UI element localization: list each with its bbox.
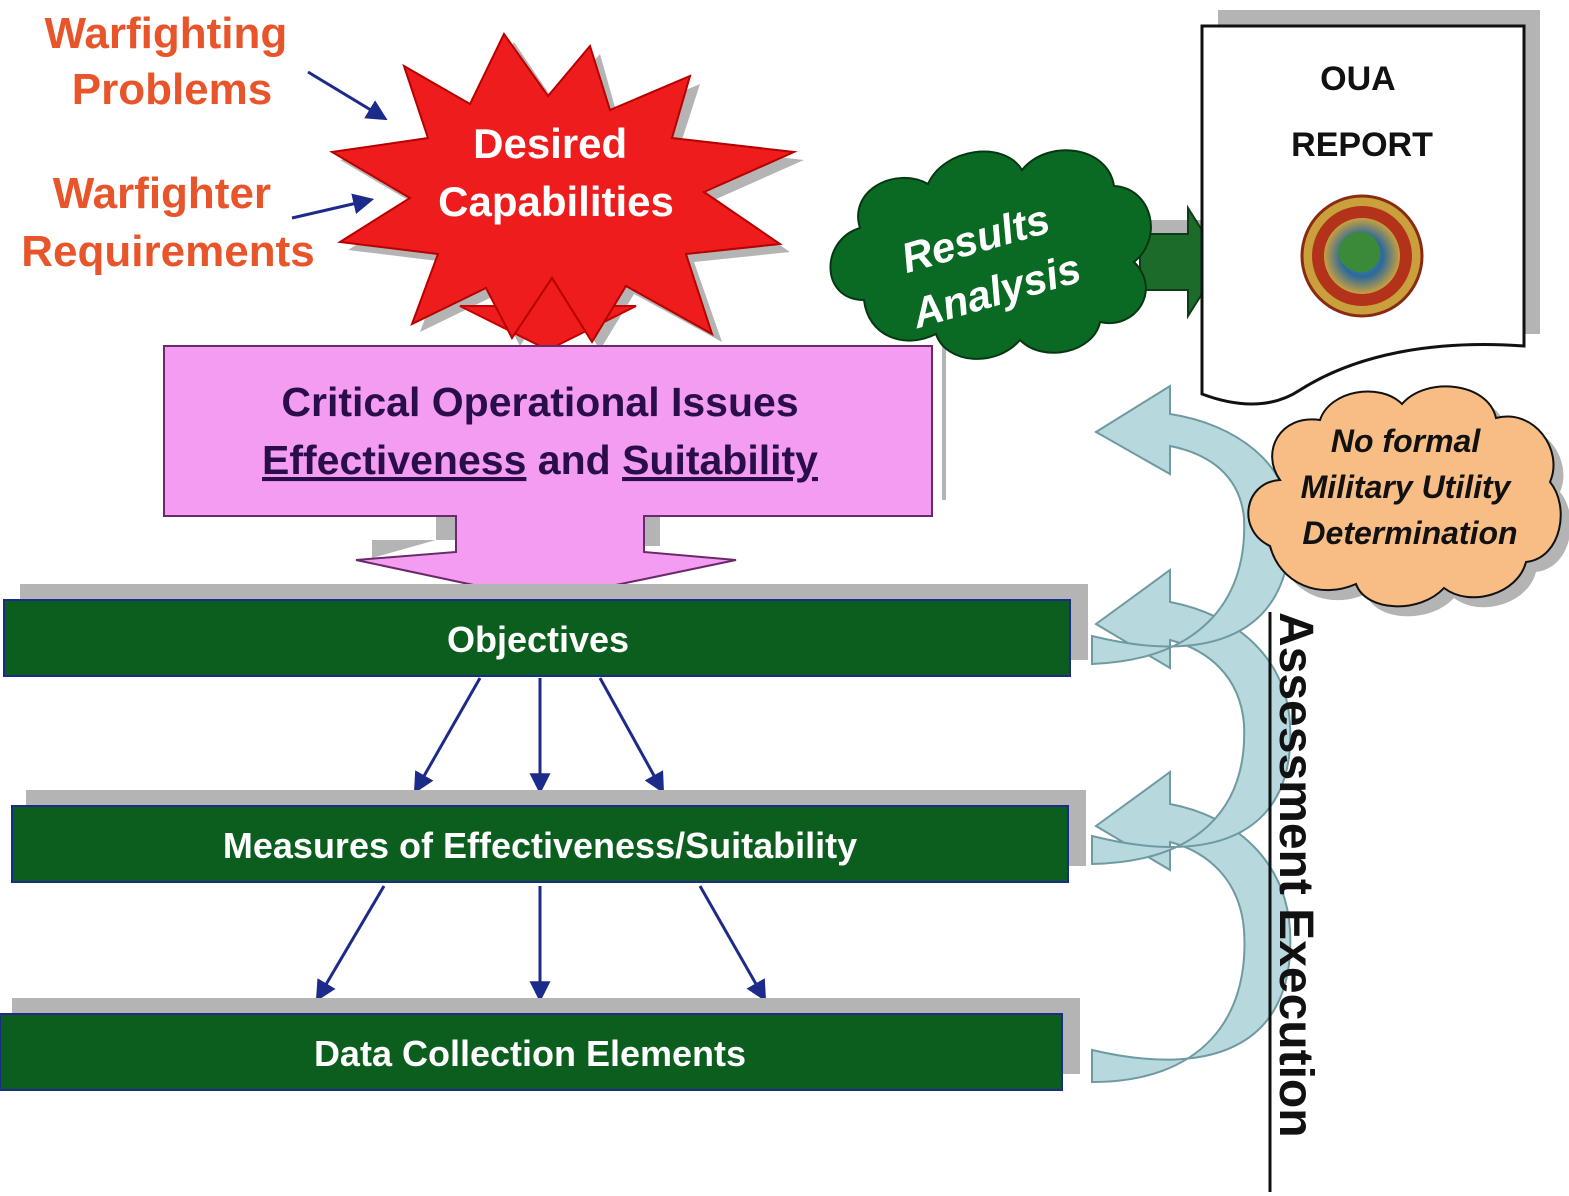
results-analysis-cloud <box>829 149 1152 360</box>
data-collection-bar <box>0 1013 1063 1091</box>
desired-capabilities-burst <box>329 32 798 344</box>
critical-issues-line1: Critical Operational Issues <box>281 379 798 425</box>
critical-operational-issues-box <box>163 345 933 602</box>
objectives-to-measures-arrow-left <box>413 677 482 794</box>
problems-to-capabilities-arrow <box>307 70 388 121</box>
objectives-label: Objectives <box>447 619 629 660</box>
requirements-to-capabilities-arrow <box>291 193 375 220</box>
data-collection-label: Data Collection Elements <box>314 1033 746 1074</box>
measures-bar <box>11 805 1069 883</box>
feedback-loop-arrows <box>1091 384 1292 1084</box>
issues-shadow-bottom <box>644 516 660 546</box>
effectiveness-word: Effectiveness <box>262 437 526 483</box>
measures-to-data-arrow-right <box>698 885 767 1002</box>
objectives-to-measures-arrow-right <box>598 677 665 794</box>
measures-to-data-arrow-left <box>315 885 386 1002</box>
no-formal-determination-cloud <box>1247 385 1562 608</box>
suitability-word: Suitability <box>622 437 818 483</box>
objectives-bar <box>3 599 1071 677</box>
critical-issues-line2: Effectiveness and Suitability <box>262 437 818 483</box>
warfighting-problems-label: Warfighting Problems <box>45 9 300 114</box>
organization-seal <box>1300 194 1424 318</box>
issues-arrow-shadow <box>372 498 456 558</box>
oua-report-title: OUA REPORT <box>1291 60 1433 164</box>
no-formal-determination-label: No formal Military Utility Determination <box>1301 423 1520 551</box>
assessment-execution-label: Assessment Execution <box>1269 612 1322 1138</box>
measures-label: Measures of Effectiveness/Suitability <box>223 825 857 866</box>
feedback-arrow-measures-to-objectives <box>1091 568 1292 866</box>
desired-capabilities-label: Desired Capabilities <box>438 120 674 225</box>
feedback-arrow-objectives-to-issues <box>1091 384 1292 666</box>
and-word: and <box>526 437 622 483</box>
warfighter-requirements-label: Warfighter Requirements <box>21 169 314 276</box>
